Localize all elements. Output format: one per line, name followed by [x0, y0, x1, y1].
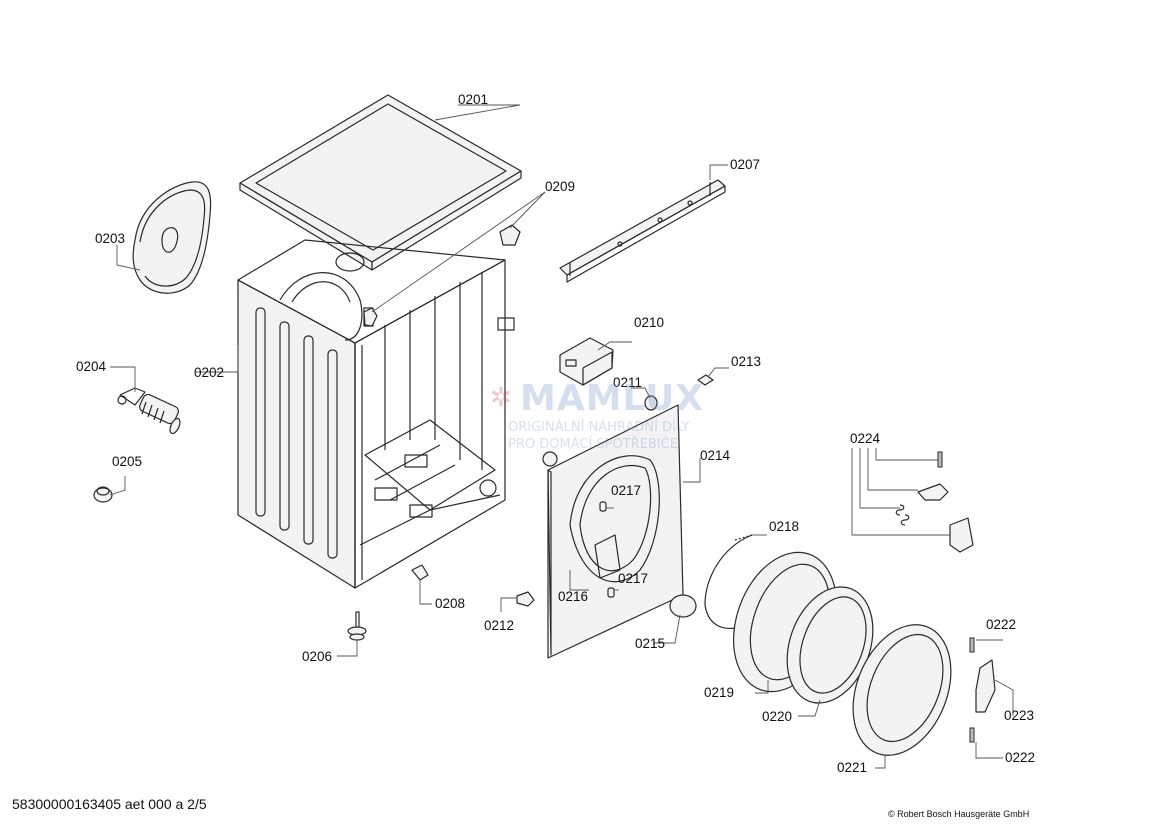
part-0206-foot[interactable]: [347, 611, 367, 641]
part-0209-clip[interactable]: [363, 224, 521, 327]
label-0223[interactable]: 0223: [1004, 708, 1034, 723]
label-0207[interactable]: 0207: [730, 157, 760, 172]
label-0213[interactable]: 0213: [731, 354, 761, 369]
watermark-logo-icon: ✲: [490, 383, 512, 413]
label-0217-b[interactable]: 0217: [618, 571, 648, 586]
part-0218-clamp-ring[interactable]: [704, 534, 753, 630]
part-0204-drain-connector[interactable]: [117, 387, 182, 435]
part-0223-hinge[interactable]: [975, 659, 996, 713]
label-0216[interactable]: 0216: [558, 589, 588, 604]
part-0221-outer-door-ring[interactable]: [835, 610, 969, 770]
copyright: © Robert Bosch Hausgeräte GmbH: [888, 809, 1030, 819]
part-0211-grommet[interactable]: [644, 395, 658, 411]
part-0224-lock-parts[interactable]: [895, 451, 974, 553]
part-0210-door-lock[interactable]: [559, 337, 614, 386]
label-0203[interactable]: 0203: [95, 231, 125, 246]
part-0212-clip[interactable]: [516, 591, 535, 607]
label-0210[interactable]: 0210: [634, 315, 664, 330]
part-0203-rear-cover[interactable]: [132, 181, 212, 294]
label-0211[interactable]: 0211: [613, 375, 642, 390]
watermark-line-2: PRO DOMÁCÍ SPOTŘEBIČE: [508, 437, 678, 452]
label-0224[interactable]: 0224: [850, 431, 881, 446]
document-code: 58300000163405 aet 000 a 2/5: [12, 796, 207, 812]
label-0204[interactable]: 0204: [76, 359, 107, 374]
label-0205[interactable]: 0205: [112, 454, 142, 469]
part-0205-cap[interactable]: [93, 486, 113, 503]
part-0208-clip[interactable]: [411, 564, 429, 581]
part-0215-cap[interactable]: [669, 594, 697, 618]
label-0215[interactable]: 0215: [635, 636, 665, 651]
label-0218[interactable]: 0218: [769, 519, 799, 534]
label-0208[interactable]: 0208: [435, 596, 465, 611]
part-0213-clip[interactable]: [697, 374, 714, 386]
part-0220-door-glass[interactable]: [772, 575, 888, 715]
label-0222-b[interactable]: 0222: [1005, 750, 1035, 765]
label-0209[interactable]: 0209: [545, 179, 575, 194]
part-0217-pin[interactable]: [599, 501, 615, 598]
label-0201[interactable]: 0201: [458, 92, 488, 107]
label-0221[interactable]: 0221: [837, 760, 867, 775]
label-0202[interactable]: 0202: [194, 365, 224, 380]
label-0217-a[interactable]: 0217: [611, 483, 641, 498]
label-0219[interactable]: 0219: [704, 685, 734, 700]
callout-labels: 0201 0202 0203 0204 0205 0206 0207 0208 …: [76, 92, 1035, 775]
part-0207-rail[interactable]: [559, 179, 726, 283]
part-0201-worktop[interactable]: [239, 94, 522, 271]
watermark-brand: MAMLUX: [520, 378, 705, 419]
leader-lines: [109, 104, 1014, 769]
watermark-line-1: ORIGINÁLNÍ NÁHRADNÍ DÍLY: [508, 420, 690, 435]
label-0220[interactable]: 0220: [762, 709, 792, 724]
label-0212[interactable]: 0212: [484, 618, 514, 633]
part-0222-pin[interactable]: [969, 637, 975, 743]
part-0202-cabinet[interactable]: [237, 239, 515, 589]
label-0222-a[interactable]: 0222: [986, 617, 1016, 632]
label-0214[interactable]: 0214: [700, 448, 731, 463]
label-0206[interactable]: 0206: [302, 649, 332, 664]
